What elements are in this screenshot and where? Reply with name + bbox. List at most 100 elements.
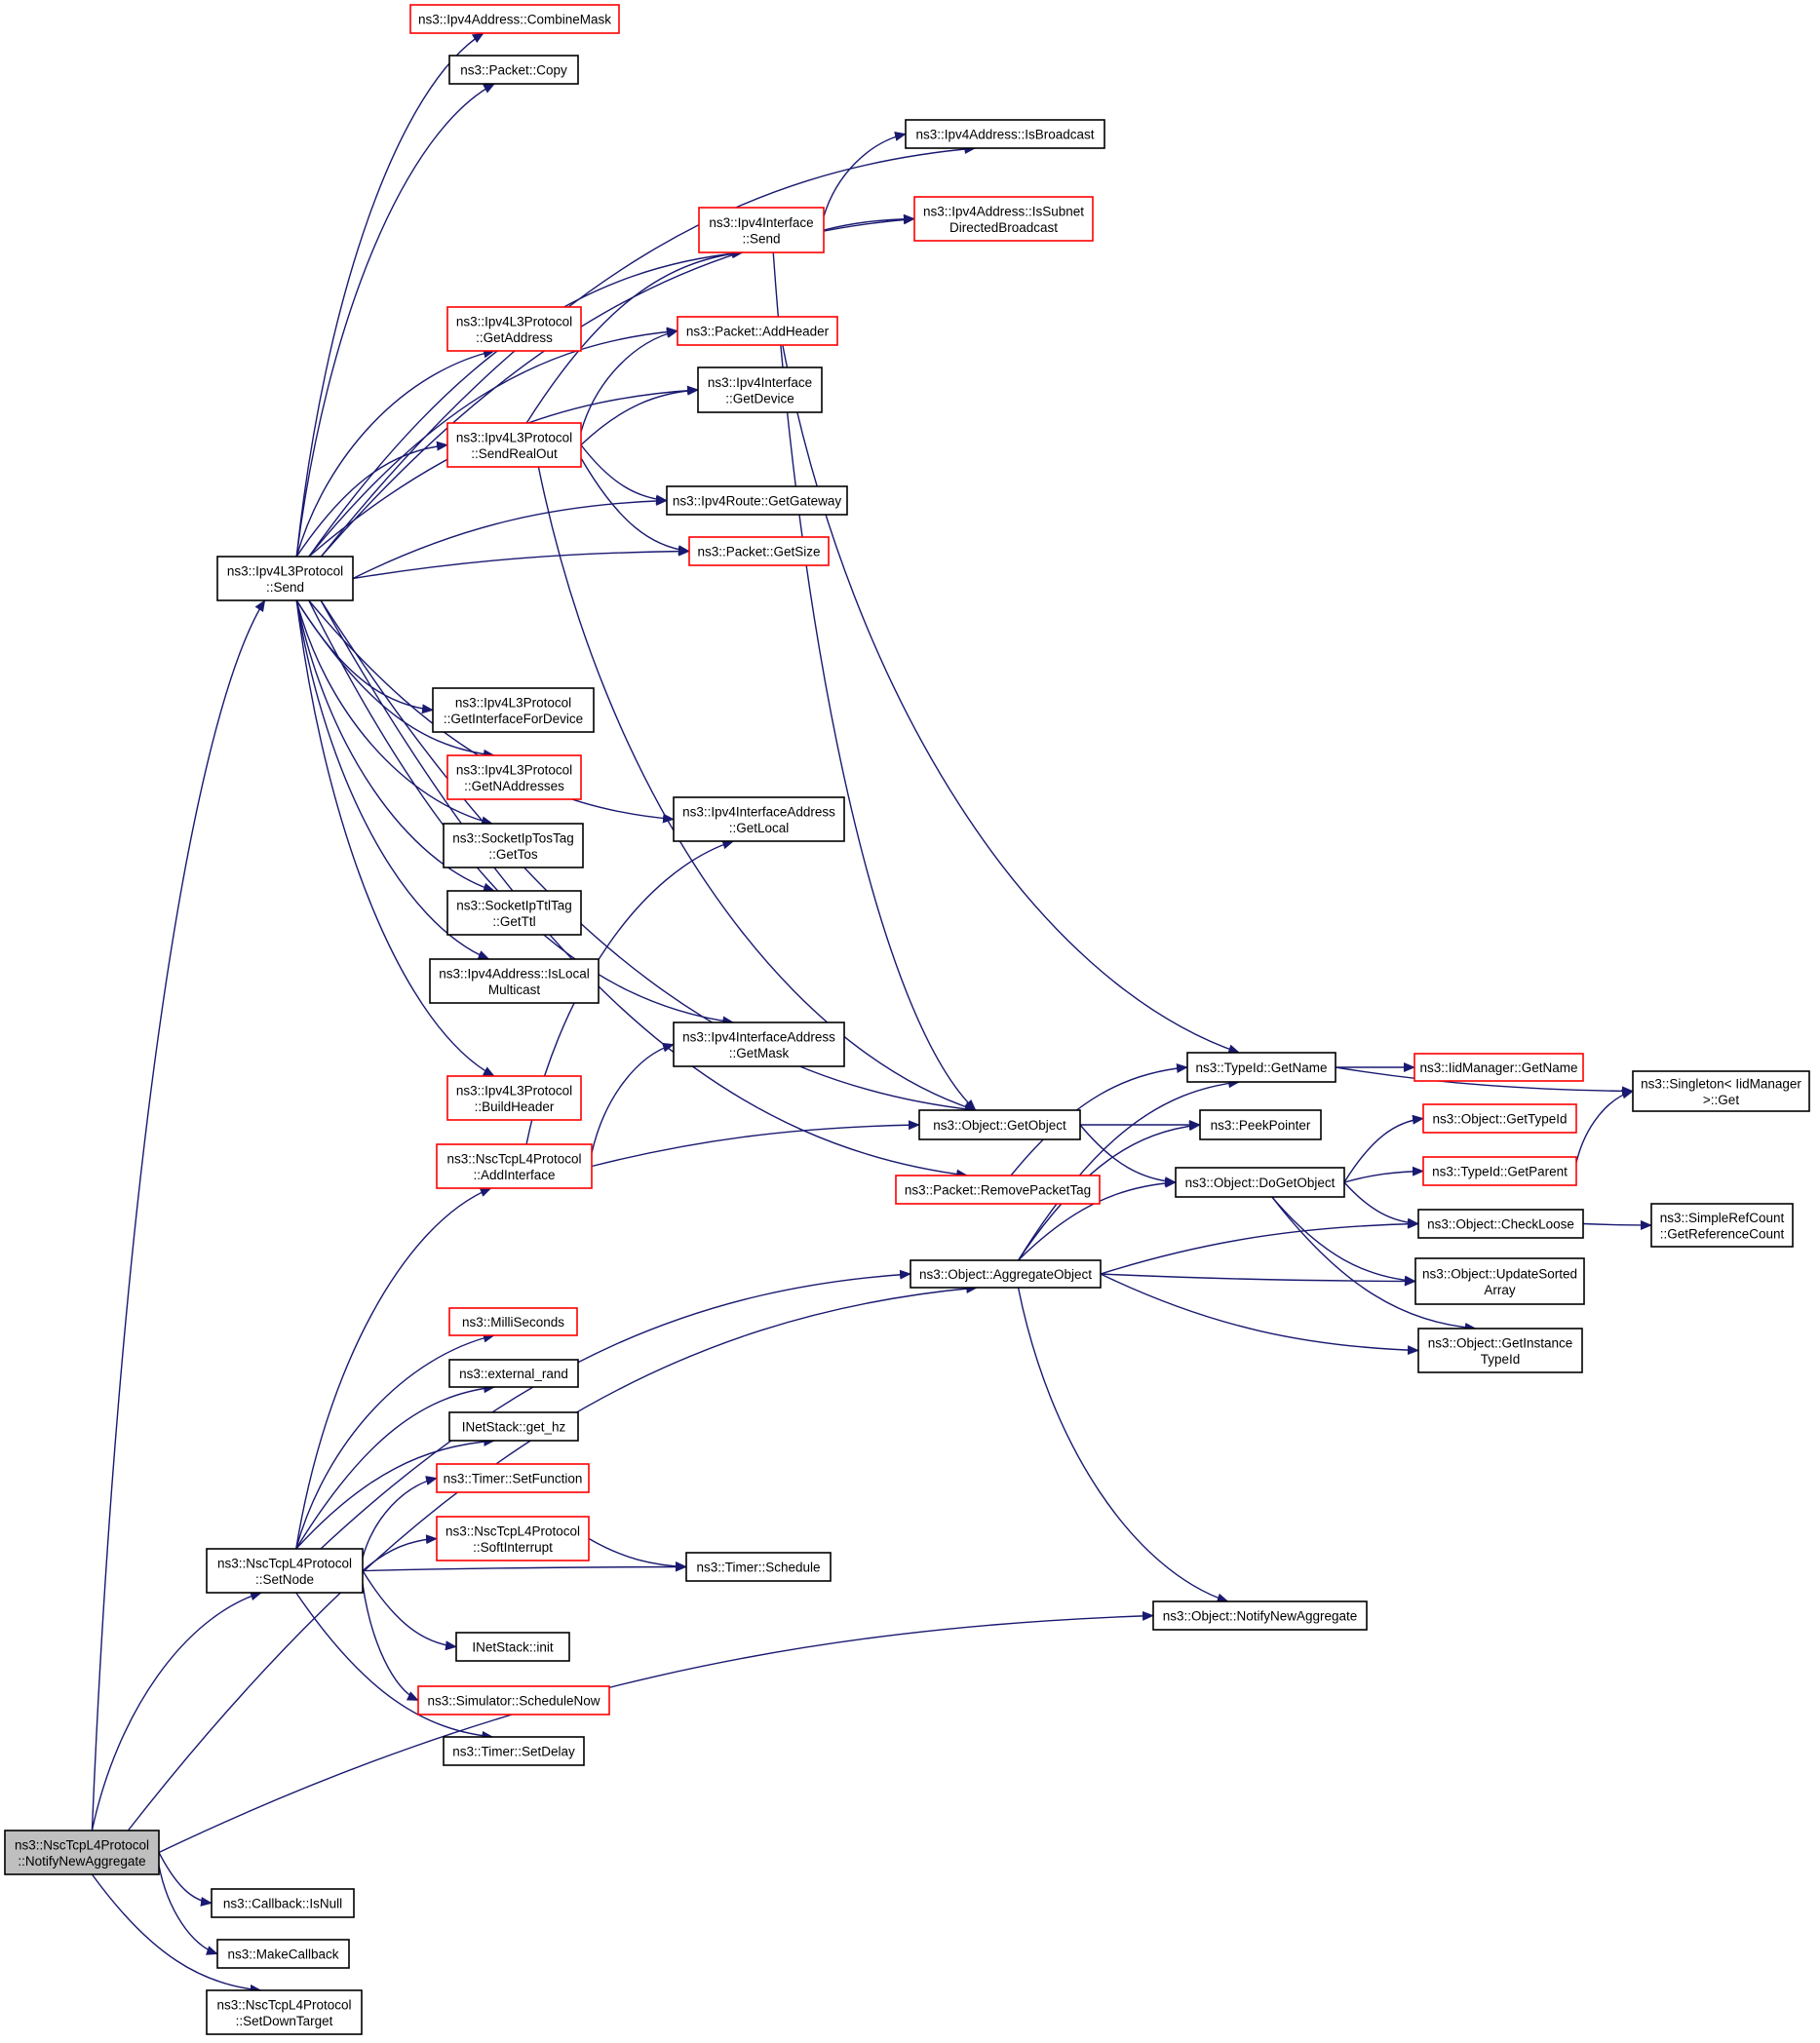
graph-node-remove-packet-tag[interactable]: ns3::Packet::RemovePacketTag [895,1175,1101,1205]
graph-node-get-object[interactable]: ns3::Object::GetObject [918,1109,1081,1140]
graph-node-get-n-addresses[interactable]: ns3::Ipv4L3Protocol::GetNAddresses [446,754,582,800]
graph-node-get-tos[interactable]: ns3::SocketIpTosTag::GetTos [443,823,584,868]
node-label: ::Send [742,231,780,246]
node-box [918,1109,1081,1140]
graph-node-get-size[interactable]: ns3::Packet::GetSize [688,536,830,566]
node-box [1186,1052,1336,1083]
node-box [436,1143,593,1189]
node-label: ns3::Ipv4Address::IsLocal [439,966,590,981]
graph-node-typeid-get-parent[interactable]: ns3::TypeId::GetParent [1422,1156,1577,1186]
graph-node-combine-mask[interactable]: ns3::Ipv4Address::CombineMask [409,4,620,34]
graph-node-ipv4if-send[interactable]: ns3::Ipv4Interface::Send [698,207,825,253]
node-label: ::GetInterfaceForDevice [444,712,583,726]
graph-node-get-local[interactable]: ns3::Ipv4InterfaceAddress::GetLocal [673,796,845,842]
node-box [1417,1328,1583,1373]
node-box [4,1830,160,1875]
call-edge-aggregate-object-to-update-sorted-array [1100,1273,1416,1287]
graph-node-add-interface[interactable]: ns3::NscTcpL4Protocol::AddInterface [436,1143,593,1189]
graph-node-milli-seconds[interactable]: ns3::MilliSeconds [448,1307,578,1336]
call-edge [158,1852,213,1907]
graph-node-inetstack-init[interactable]: INetStack::init [455,1632,570,1662]
graph-node-aggregate-object[interactable]: ns3::Object::AggregateObject [910,1259,1102,1289]
graph-node-check-loose[interactable]: ns3::Object::CheckLoose [1417,1209,1584,1239]
graph-node-is-subnet-directed-broadcast[interactable]: ns3::Ipv4Address::IsSubnetDirectedBroadc… [913,196,1094,242]
graph-node-get-gateway[interactable]: ns3::Ipv4Route::GetGateway [666,485,848,516]
graph-node-get-device[interactable]: ns3::Ipv4Interface::GetDevice [697,366,823,413]
graph-node-singleton-get[interactable]: ns3::Singleton< IidManager >::Get [1632,1070,1810,1112]
graph-node-set-node[interactable]: ns3::NscTcpL4Protocol::SetNode [206,1548,364,1594]
call-edge-set-node-to-external-rand [295,1383,496,1550]
call-edge [1343,1114,1424,1183]
node-box [429,958,600,1004]
node-box [446,754,582,800]
call-edge [362,1583,419,1702]
call-edge-ipv4l3-send-to-remove-packet-tag [320,599,969,1179]
graph-node-get-reference-count[interactable]: ns3::SimpleRefCount::GetReferenceCount [1650,1203,1794,1248]
call-edge [295,1383,496,1550]
nodes-layer: ns3::NscTcpL4Protocol::NotifyNewAggregat… [4,4,1810,2035]
call-edge [158,1865,218,1955]
graph-node-callback-is-null[interactable]: ns3::Callback::IsNull [211,1888,355,1918]
graph-node-is-broadcast[interactable]: ns3::Ipv4Address::IsBroadcast [905,119,1105,149]
node-label: ns3::NscTcpL4Protocol [217,1556,352,1570]
graph-node-ipv4l3-send[interactable]: ns3::Ipv4L3Protocol::Send [216,556,354,601]
node-label: ::Send [266,580,304,595]
graph-node-get-ttl[interactable]: ns3::SocketIpTtlTag::GetTtl [446,890,582,936]
node-box [1422,1103,1577,1134]
call-edge [308,327,678,558]
node-label: ns3::Ipv4Address::IsSubnet [923,204,1084,218]
node-label: ns3::Ipv4L3Protocol [456,1083,572,1098]
graph-node-external-rand[interactable]: ns3::external_rand [448,1359,579,1388]
node-box [448,1359,579,1388]
node-label: ::BuildHeader [475,1099,555,1114]
graph-node-set-down-target[interactable]: ns3::NscTcpL4Protocol::SetDownTarget [206,1989,363,2035]
node-label: Array [1484,1283,1516,1297]
graph-node-set-delay[interactable]: ns3::Timer::SetDelay [443,1736,585,1766]
call-edge-ipv4l3-send-to-packet-copy [295,83,496,558]
graph-node-timer-schedule[interactable]: ns3::Timer::Schedule [685,1552,832,1582]
node-label: ::GetTtl [492,914,535,929]
node-label: ns3::Callback::IsNull [223,1897,342,1911]
graph-node-send-real-out[interactable]: ns3::Ipv4L3Protocol::SendRealOut [446,422,582,468]
call-edge-set-node-to-add-interface [295,1187,492,1550]
call-edge [1018,1078,1241,1261]
graph-node-make-callback[interactable]: ns3::MakeCallback [216,1939,350,1969]
graph-node-typeid-get-name[interactable]: ns3::TypeId::GetName [1186,1052,1336,1083]
call-edge-send-real-out-to-get-gateway [580,444,668,505]
node-label: ns3::Ipv4Interface [708,375,812,390]
graph-node-iidmanager-get-name[interactable]: ns3::IidManager::GetName [1413,1053,1584,1082]
graph-node-object-get-type-id[interactable]: ns3::Object::GetTypeId [1422,1103,1577,1134]
call-edge-send-real-out-to-get-size [580,457,690,556]
node-box [448,1307,578,1336]
graph-node-get-address[interactable]: ns3::Ipv4L3Protocol::GetAddress [446,306,582,352]
graph-node-add-header[interactable]: ns3::Packet::AddHeader [677,316,838,346]
graph-node-peek-pointer[interactable]: ns3::PeekPointer [1199,1109,1322,1140]
graph-node-build-header[interactable]: ns3::Ipv4L3Protocol::BuildHeader [446,1075,582,1121]
call-edge [91,1591,262,1831]
graph-node-root[interactable]: ns3::NscTcpL4Protocol::NotifyNewAggregat… [4,1830,160,1875]
node-box [409,4,620,34]
call-edge-root-to-callback-is-null [158,1852,213,1907]
graph-node-object-notify-new-aggregate[interactable]: ns3::Object::NotifyNewAggregate [1152,1600,1368,1631]
graph-node-get-interface-for-device[interactable]: ns3::Ipv4L3Protocol::GetInterfaceForDevi… [432,687,595,733]
node-label: ns3::Singleton< IidManager [1641,1076,1801,1091]
call-edge [1343,1181,1419,1228]
call-edge-ipv4l3-send-to-get-gateway [352,495,668,580]
node-label: ns3::Ipv4Address::IsBroadcast [915,128,1094,142]
node-label: ::GetMask [729,1046,790,1060]
node-box [913,196,1094,242]
graph-node-get-hz[interactable]: INetStack::get_hz [448,1411,579,1442]
graph-node-do-get-object[interactable]: ns3::Object::DoGetObject [1175,1167,1345,1198]
node-box [905,119,1105,149]
graph-node-get-mask[interactable]: ns3::Ipv4InterfaceAddress::GetMask [673,1022,845,1067]
graph-node-soft-interrupt[interactable]: ns3::NscTcpL4Protocol::SoftInterrupt [436,1516,590,1561]
node-box [1152,1600,1368,1631]
call-edge-ipv4l3-send-to-get-object [320,599,977,1114]
graph-node-packet-copy[interactable]: ns3::Packet::Copy [448,55,579,85]
node-label: ns3::NscTcpL4Protocol [445,1523,580,1538]
graph-node-set-function[interactable]: ns3::Timer::SetFunction [436,1463,590,1493]
graph-node-schedule-now[interactable]: ns3::Simulator::ScheduleNow [417,1685,610,1715]
